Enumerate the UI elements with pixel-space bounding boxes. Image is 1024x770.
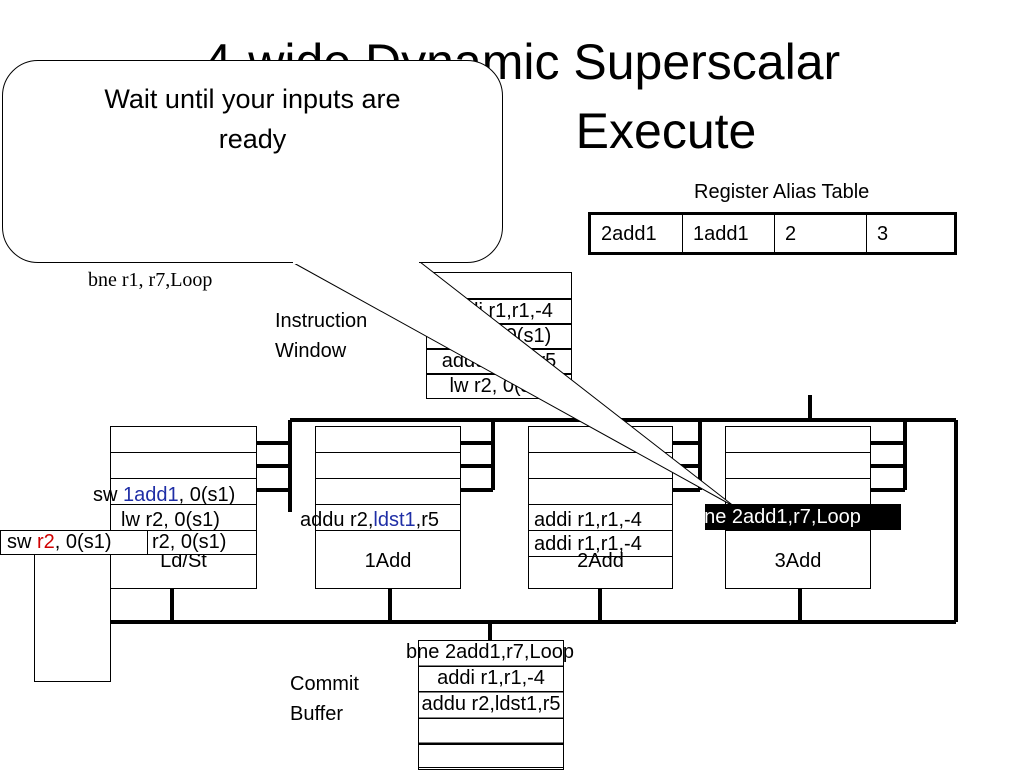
callout-text: Wait until your inputs are ready: [3, 61, 502, 159]
rat-cell-3: 3: [877, 223, 889, 245]
rat-cell-2: 2: [775, 215, 867, 252]
callout-bubble: Wait until your inputs are ready: [2, 60, 503, 263]
add1-entry-reg: ldst1: [373, 509, 416, 531]
ldst-entry-store: sw 1add1, 0(s1): [93, 480, 235, 510]
add2-unit: 2Add: [528, 426, 673, 589]
store-queue-entry-sw: sw r2, 0(s1): [1, 531, 148, 554]
add3-entry-highlight: bne 2add1,r7,Loop: [705, 504, 901, 530]
instruction-window-label: Instruction Window: [275, 306, 367, 366]
store-queue-entry-reg: r2: [37, 531, 55, 553]
instruction-window-label-line2: Window: [275, 340, 347, 362]
commit-buffer-row: addi r1,r1,-4: [418, 666, 564, 692]
add3-unit-name: 3Add: [774, 550, 822, 572]
commit-buffer-label-line2: Buffer: [290, 703, 343, 725]
store-queue-entries: sw r2, 0(s1) r2, 0(s1): [0, 530, 257, 555]
rat-cell-1: 1add1: [683, 215, 775, 252]
slide-title-line2: Execute: [575, 103, 757, 159]
commit-buffer-label: Commit Buffer: [290, 669, 359, 729]
instruction-window-label-line1: Instruction: [275, 310, 368, 332]
add1-entry-post: ,r5: [415, 509, 439, 531]
rat-cell-0: 2add1: [591, 215, 683, 252]
ldst-entry-store-reg: 1add1: [123, 484, 179, 506]
store-queue-entry-pre: sw: [7, 531, 37, 553]
commit-buffer-row: bne 2add1,r7,Loop: [406, 641, 574, 663]
store-queue-entry-2: r2, 0(s1): [152, 531, 227, 553]
add3-entry: bne 2add1,r7,Loop: [705, 506, 861, 528]
callout-line2: ready: [218, 124, 287, 154]
callout-line1: Wait until your inputs are: [104, 84, 401, 114]
commit-buffer-label-line1: Commit: [290, 673, 359, 695]
rat-label: Register Alias Table: [694, 181, 870, 203]
commit-buffer-empty-row: [418, 718, 564, 744]
ldst-entry-store-post: , 0(s1): [178, 484, 236, 506]
add2-entry-1: addi r1,r1,-4: [534, 509, 642, 531]
add2-unit-name: 2Add: [577, 550, 624, 572]
add2-entry-2: addi r1,r1,-4: [534, 533, 642, 555]
store-queue-entry-post: , 0(s1): [54, 531, 112, 553]
register-alias-table: 2add1 1add1 2 3: [588, 212, 957, 255]
add1-entry: addu r2,ldst1,r5: [300, 505, 439, 535]
branch-instruction-text: bne r1, r7,Loop: [88, 269, 213, 291]
commit-buffer: bne 2add1,r7,Loop addi r1,r1,-4 addu r2,…: [406, 640, 574, 770]
ldst-entry-load: lw r2, 0(s1): [121, 509, 220, 531]
add1-unit-name: 1Add: [364, 550, 412, 572]
ldst-entry-store-pre: sw: [93, 484, 123, 506]
ldst-unit: Ld/St: [110, 426, 257, 589]
add1-unit: 1Add: [315, 426, 461, 589]
commit-buffer-row: addu r2,ldst1,r5: [421, 693, 561, 715]
callout-pointer-joint: [293, 258, 419, 264]
add1-entry-pre: addu r2,: [300, 509, 374, 531]
store-queue: [34, 552, 111, 682]
ldst-unit-name: Ld/St: [160, 550, 207, 572]
